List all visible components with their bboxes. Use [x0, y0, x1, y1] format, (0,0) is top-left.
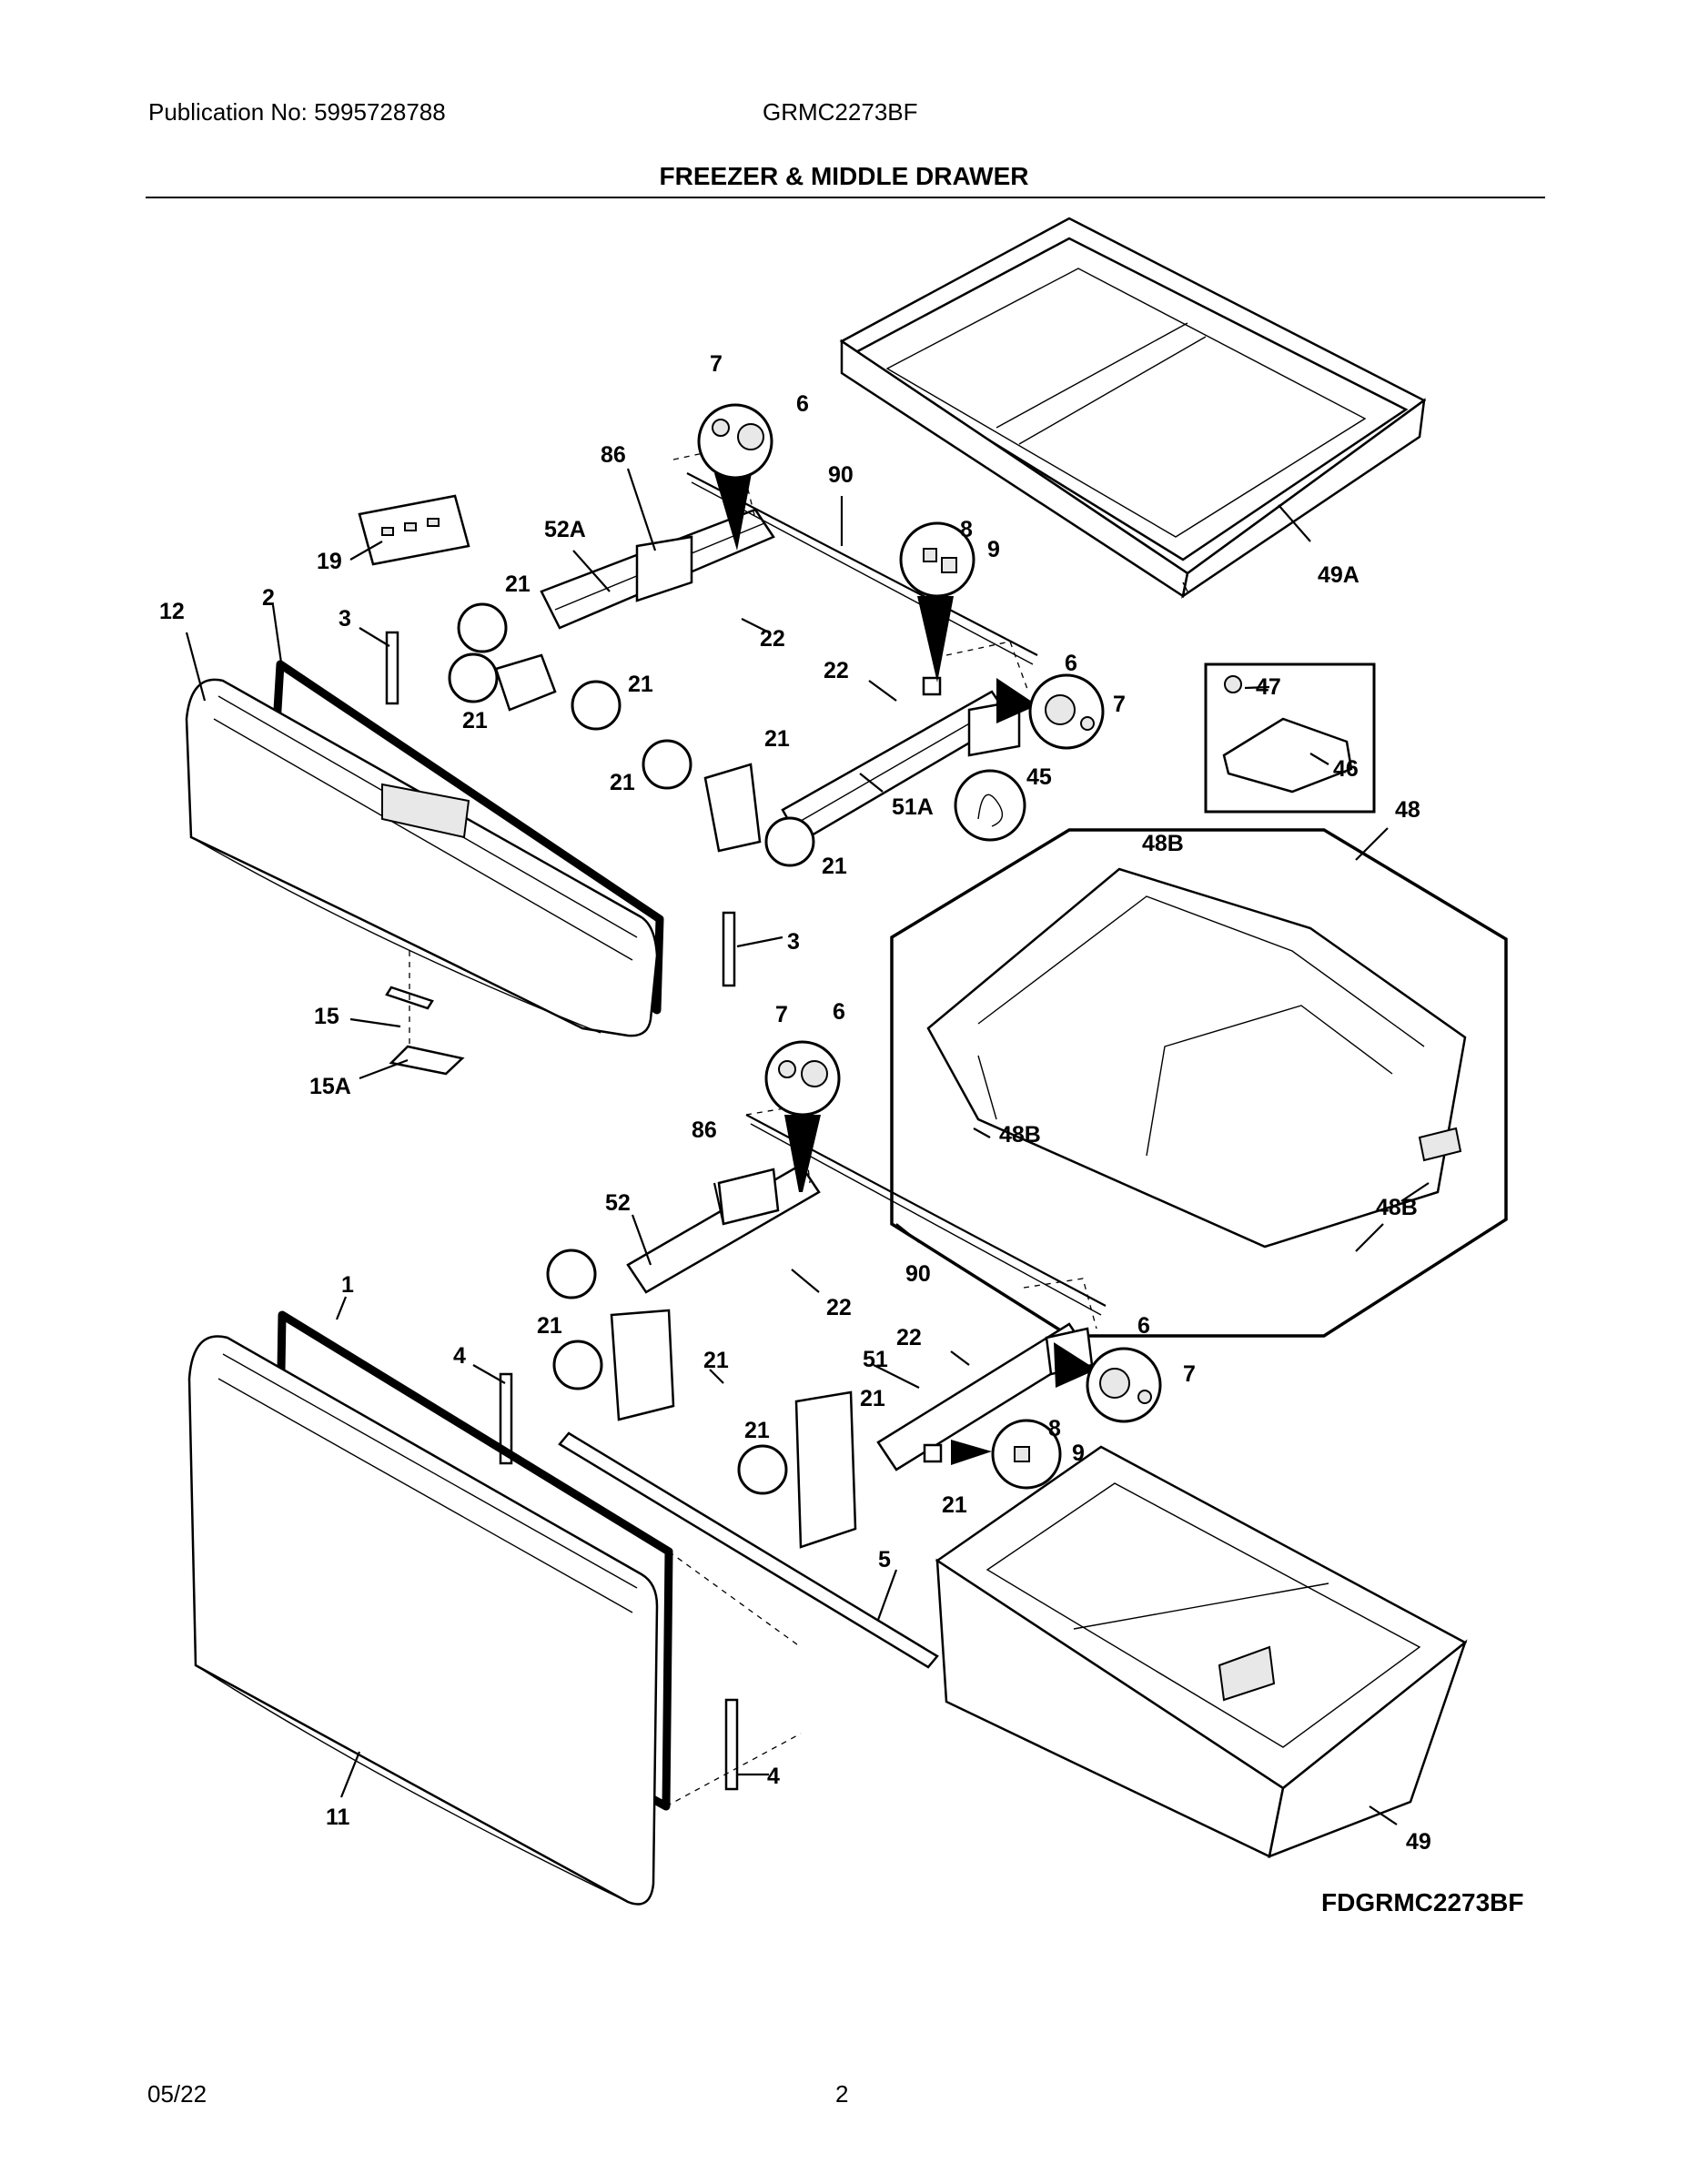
label-51: 51	[863, 1347, 888, 1372]
label-21: 21	[744, 1418, 770, 1443]
lower-freezer-door	[187, 1310, 802, 1906]
label-9: 9	[987, 537, 1000, 562]
label-21: 21	[628, 672, 653, 697]
label-22: 22	[760, 626, 785, 652]
label-9: 9	[1072, 1441, 1085, 1466]
page-title: FREEZER & MIDDLE DRAWER	[659, 162, 1029, 190]
label-21: 21	[537, 1313, 562, 1339]
diagram-code: FDGRMC2273BF	[1321, 1888, 1524, 1916]
label-48B: 48B	[1376, 1195, 1418, 1220]
label-7: 7	[775, 1002, 788, 1027]
label-47: 47	[1256, 674, 1281, 700]
label-52: 52	[605, 1190, 631, 1216]
lower-slide-assembly	[499, 1105, 1107, 1791]
label-22: 22	[826, 1295, 852, 1320]
label-46: 46	[1333, 756, 1359, 782]
label-48B: 48B	[1142, 831, 1184, 856]
label-8: 8	[1048, 1416, 1061, 1441]
upper-slide-assembly	[358, 445, 1038, 853]
label-1: 1	[341, 1272, 354, 1298]
publication-number: Publication No: 5995728788	[148, 98, 446, 126]
label-22: 22	[896, 1325, 922, 1350]
label-49: 49	[1406, 1829, 1431, 1855]
label-48B: 48B	[999, 1122, 1041, 1148]
label-21: 21	[860, 1386, 885, 1411]
label-86: 86	[692, 1117, 717, 1143]
label-21: 21	[610, 770, 635, 795]
label-21: 21	[822, 854, 847, 879]
trim-and-sensor	[385, 631, 736, 1076]
label-21: 21	[764, 726, 790, 752]
inset-bracket-detail	[1204, 662, 1376, 814]
label-7: 7	[1183, 1361, 1196, 1387]
label-6: 6	[1137, 1313, 1150, 1339]
label-8: 8	[960, 517, 973, 542]
label-90: 90	[828, 462, 854, 488]
middle-drawer-detail-octagon	[890, 828, 1508, 1338]
label-4: 4	[453, 1343, 466, 1369]
label-4: 4	[767, 1764, 780, 1789]
page-number: 2	[835, 2080, 849, 2108]
label-22: 22	[824, 658, 849, 683]
callout-labels: 49A 90 86 7 6 52A 19 21 21 21 22 8 9 12 …	[159, 351, 1431, 1855]
label-11: 11	[326, 1805, 350, 1830]
label-2: 2	[262, 585, 275, 611]
label-3: 3	[787, 929, 800, 955]
label-21: 21	[942, 1492, 967, 1518]
label-3: 3	[339, 606, 351, 632]
label-5: 5	[878, 1547, 891, 1572]
label-51A: 51A	[892, 794, 934, 820]
label-15A: 15A	[309, 1074, 351, 1099]
label-6: 6	[1065, 651, 1077, 676]
freezer-door	[185, 660, 664, 1037]
freezer-upper-basket	[839, 217, 1427, 599]
label-19: 19	[317, 549, 342, 574]
label-15: 15	[314, 1004, 339, 1029]
label-86: 86	[601, 442, 626, 468]
label-6: 6	[833, 999, 845, 1025]
label-21: 21	[505, 571, 531, 597]
label-12: 12	[159, 599, 185, 624]
label-21: 21	[703, 1348, 729, 1373]
label-7: 7	[1113, 692, 1126, 717]
label-48: 48	[1395, 797, 1420, 823]
label-90: 90	[905, 1261, 931, 1287]
label-52A: 52A	[544, 517, 586, 542]
label-7: 7	[710, 351, 723, 377]
lower-freezer-basket	[935, 1445, 1468, 1858]
label-21: 21	[462, 708, 488, 733]
label-6: 6	[796, 391, 809, 417]
magnifier-callouts	[448, 403, 1162, 1495]
model-number: GRMC2273BF	[763, 98, 918, 126]
leader-lines	[185, 468, 1430, 1825]
label-49A: 49A	[1318, 562, 1359, 588]
title-rule	[146, 197, 1545, 198]
footer-date: 05/22	[147, 2080, 207, 2108]
label-45: 45	[1026, 764, 1052, 790]
